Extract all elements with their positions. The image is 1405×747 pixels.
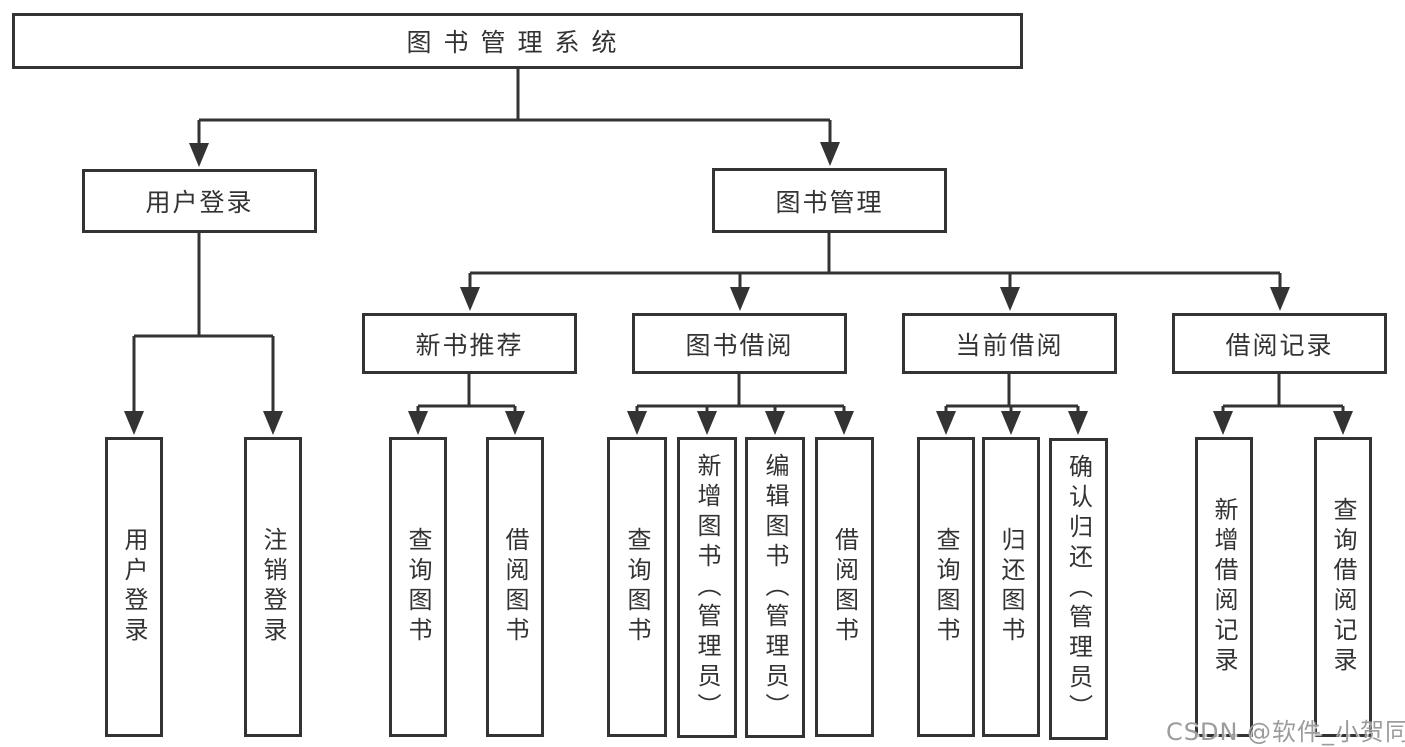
node-query-borrow-record: 查询借阅记录 [1314, 437, 1372, 737]
node-query-books-3: 查询图书 [917, 437, 975, 737]
node-add-borrow-record: 新增借阅记录 [1195, 437, 1253, 737]
node-query-books-1: 查询图书 [389, 437, 447, 737]
node-new-book-recommendation: 新书推荐 [362, 313, 577, 374]
node-return-books: 归还图书 [982, 437, 1040, 737]
node-logout: 注销登录 [244, 437, 302, 737]
node-borrowing-records: 借阅记录 [1172, 313, 1387, 374]
node-borrow-books-1: 借阅图书 [486, 437, 544, 737]
node-query-books-2: 查询图书 [607, 437, 667, 737]
node-book-management: 图书管理 [712, 168, 947, 233]
node-edit-book-admin: 编辑图书（管理员） [745, 437, 805, 738]
node-book-borrowing: 图书借阅 [632, 313, 847, 374]
node-add-book-admin: 新增图书（管理员） [677, 437, 737, 738]
node-confirm-return-admin: 确认归还（管理员） [1049, 438, 1108, 740]
node-library-management-system: 图书管理系统 [12, 13, 1023, 69]
node-borrow-books-2: 借阅图书 [815, 437, 874, 737]
watermark: CSDN @软件_小贺同学 [1166, 718, 1405, 746]
node-current-borrowing: 当前借阅 [902, 313, 1117, 374]
node-user-login: 用户登录 [82, 169, 317, 233]
node-user-login-leaf: 用户登录 [105, 437, 163, 737]
